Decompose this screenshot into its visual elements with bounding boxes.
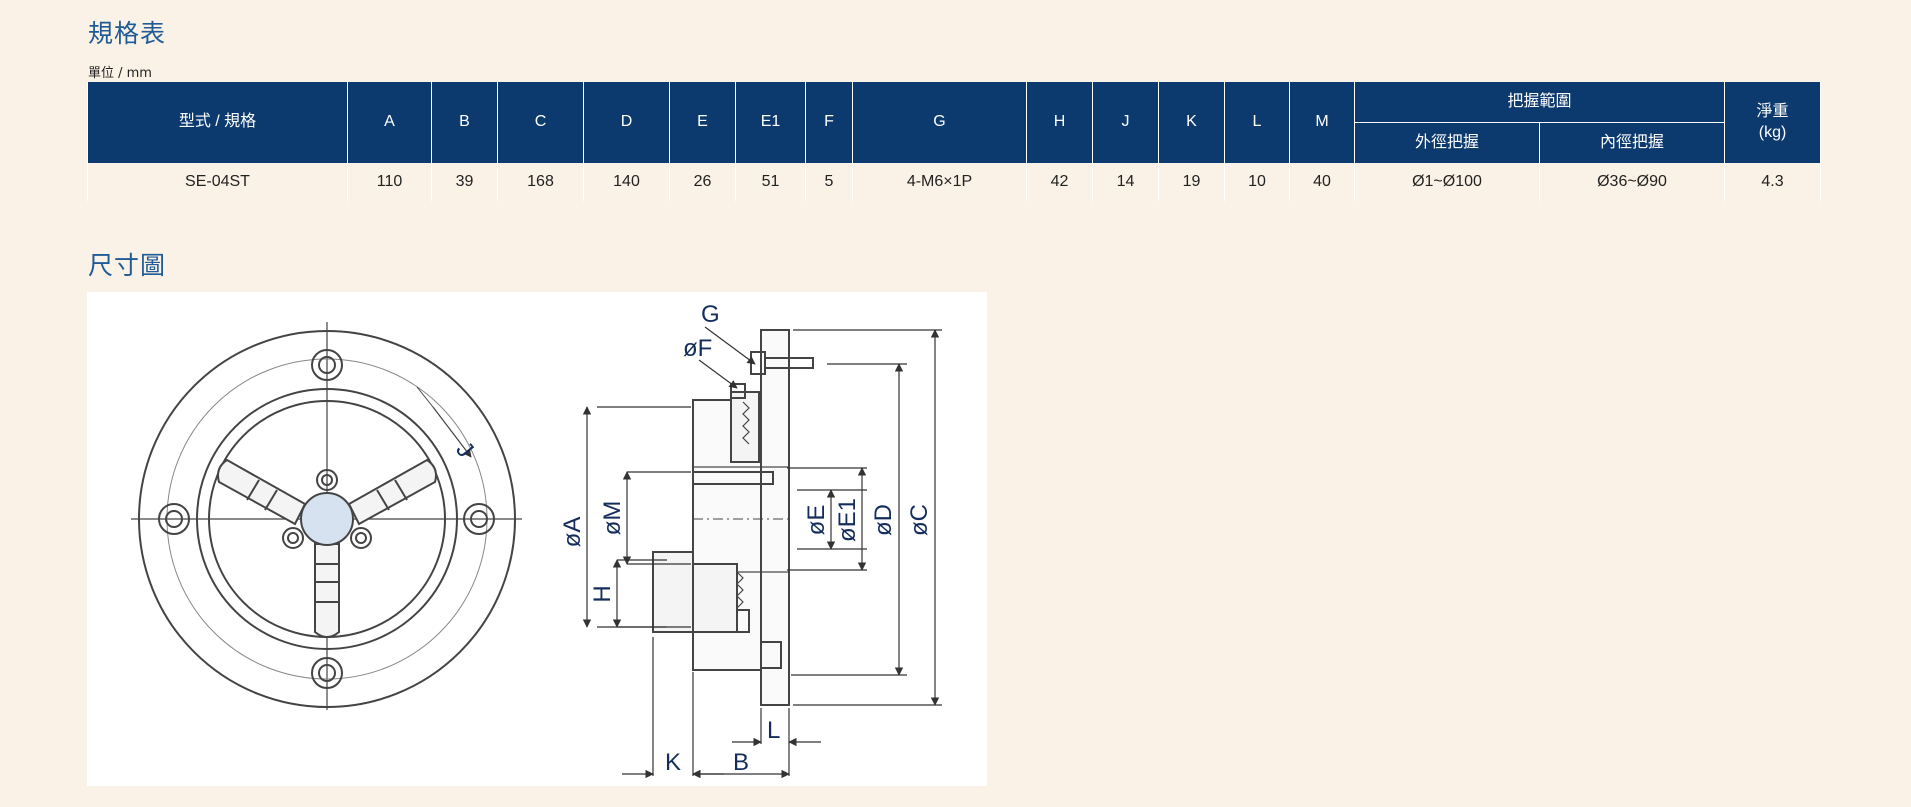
- header-outer-grip: 外徑把握: [1354, 122, 1540, 163]
- header-G: G: [852, 82, 1027, 163]
- cell-F: 5: [805, 163, 853, 201]
- cell-B: 39: [431, 163, 498, 201]
- spec-table: 型式 / 規格 A B C D E E1 F G H J K L M 把握範圍 …: [87, 82, 1822, 201]
- cell-E: 26: [669, 163, 736, 201]
- header-H: H: [1026, 82, 1093, 163]
- cell-A: 110: [347, 163, 432, 201]
- label-G: G: [701, 301, 720, 328]
- header-weight: 淨重 (kg): [1724, 82, 1822, 163]
- header-B: B: [431, 82, 498, 163]
- cell-outer-grip: Ø1~Ø100: [1354, 163, 1540, 201]
- header-J: J: [1092, 82, 1159, 163]
- cell-model: SE-04ST: [87, 163, 348, 201]
- label-J: J: [450, 437, 478, 464]
- label-K: K: [665, 749, 681, 776]
- front-view: [131, 322, 522, 710]
- cell-M: 40: [1289, 163, 1355, 201]
- mount-hole-right: [463, 503, 495, 535]
- cell-K: 19: [1158, 163, 1225, 201]
- header-E: E: [669, 82, 736, 163]
- header-inner-grip: 內徑把握: [1538, 122, 1726, 163]
- cell-L: 10: [1224, 163, 1290, 201]
- header-D: D: [583, 82, 670, 163]
- spec-section-title: 規格表: [88, 19, 167, 48]
- header-weight-line1: 淨重: [1756, 102, 1789, 120]
- drawing-section-title: 尺寸圖: [88, 251, 167, 280]
- jaw-bottom: [314, 543, 340, 638]
- header-M: M: [1289, 82, 1355, 163]
- side-view: [652, 329, 814, 706]
- cell-G: 4-M6×1P: [852, 163, 1027, 201]
- cell-D: 140: [583, 163, 670, 201]
- chuck-drawing-svg: J: [131, 301, 942, 779]
- table-row: SE-04ST 110 39 168 140 26 51 5 4-M6×1P 4…: [87, 163, 1822, 201]
- label-L: L: [767, 717, 780, 744]
- mount-hole-left: [158, 503, 190, 535]
- mount-hole-top: [311, 349, 343, 381]
- cell-H: 42: [1026, 163, 1093, 201]
- header-F: F: [805, 82, 853, 163]
- label-E1: øE1: [834, 498, 861, 542]
- header-A: A: [347, 82, 432, 163]
- dimension-drawing: J: [87, 292, 987, 786]
- header-L: L: [1224, 82, 1290, 163]
- header-E1: E1: [735, 82, 806, 163]
- label-D: øD: [870, 504, 897, 536]
- label-E: øE: [803, 505, 830, 536]
- label-M: øM: [599, 501, 626, 536]
- cell-C: 168: [497, 163, 584, 201]
- label-H: H: [589, 585, 616, 602]
- header-weight-line2: (kg): [1758, 123, 1787, 141]
- side-dimensions: [582, 326, 942, 779]
- mount-hole-bottom: [311, 657, 343, 689]
- header-grip-range: 把握範圍: [1353, 82, 1726, 123]
- cell-inner-grip: Ø36~Ø90: [1538, 163, 1726, 201]
- label-B: B: [733, 749, 749, 776]
- header-K: K: [1158, 82, 1225, 163]
- jaw-upper-left: [217, 458, 307, 526]
- header-C: C: [497, 82, 584, 163]
- unit-note: 單位 / mm: [88, 66, 152, 81]
- header-model: 型式 / 規格: [87, 82, 348, 163]
- jaw-upper-right: [347, 458, 437, 526]
- cell-E1: 51: [735, 163, 806, 201]
- cell-J: 14: [1092, 163, 1159, 201]
- label-A: øA: [559, 517, 586, 548]
- cell-weight: 4.3: [1724, 163, 1822, 201]
- label-C: øC: [906, 504, 933, 536]
- label-F: øF: [683, 335, 712, 362]
